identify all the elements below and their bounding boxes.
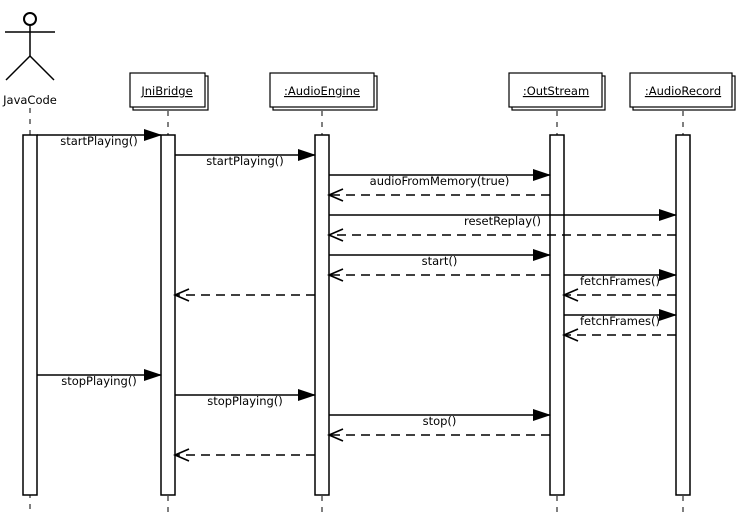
message-label: startPlaying() bbox=[206, 154, 284, 168]
actor-label: JavaCode bbox=[2, 93, 57, 107]
message-return bbox=[561, 288, 676, 302]
message-label: stop() bbox=[423, 414, 457, 428]
message-label: audioFromMemory(true) bbox=[370, 174, 510, 188]
message-return bbox=[326, 188, 550, 202]
return-arrowhead bbox=[326, 268, 344, 282]
activation-bar-audiorecord bbox=[675, 134, 691, 496]
actor-leg-left bbox=[5, 55, 31, 81]
activation-bar-outstream bbox=[549, 134, 565, 496]
activation-bar-javacode bbox=[22, 134, 38, 496]
participant-label: :OutStream bbox=[523, 84, 589, 98]
message-return bbox=[172, 288, 315, 302]
return-arrowhead bbox=[326, 428, 344, 442]
return-arrowhead bbox=[172, 288, 190, 302]
message-return bbox=[561, 328, 676, 342]
message-call: audioFromMemory(true) bbox=[329, 169, 551, 188]
message-call: stopPlaying() bbox=[37, 369, 162, 388]
message-return bbox=[326, 228, 676, 242]
message-return bbox=[326, 428, 550, 442]
message-label: stopPlaying() bbox=[61, 374, 137, 388]
message-return bbox=[172, 448, 315, 462]
message-call: stopPlaying() bbox=[175, 389, 316, 408]
message-call: startPlaying() bbox=[175, 149, 316, 168]
message-call: fetchFrames() bbox=[564, 309, 677, 328]
message-label: fetchFrames() bbox=[580, 274, 660, 288]
message-call: fetchFrames() bbox=[564, 269, 677, 288]
participant-label: JniBridge bbox=[140, 84, 192, 98]
message-label: fetchFrames() bbox=[580, 314, 660, 328]
message-call: resetReplay() bbox=[329, 209, 677, 228]
return-arrowhead bbox=[326, 188, 344, 202]
activation-bars bbox=[22, 134, 691, 496]
message-call: startPlaying() bbox=[37, 129, 162, 148]
messages: startPlaying() startPlaying() audioFromMem… bbox=[37, 129, 677, 462]
message-label: startPlaying() bbox=[60, 134, 138, 148]
participant-audioengine: :AudioEngine bbox=[269, 72, 378, 111]
return-arrowhead bbox=[561, 288, 579, 302]
return-arrowhead bbox=[326, 228, 344, 242]
participant-label: :AudioEngine bbox=[284, 84, 360, 98]
message-call: start() bbox=[329, 249, 551, 268]
participant-label: :AudioRecord bbox=[645, 84, 721, 98]
message-call: stop() bbox=[329, 409, 551, 428]
message-label: start() bbox=[422, 254, 458, 268]
return-arrowhead bbox=[172, 448, 190, 462]
participant-jnibridge: JniBridge bbox=[129, 72, 209, 111]
return-arrowhead bbox=[561, 328, 579, 342]
actor-leg-right bbox=[29, 55, 55, 81]
activation-bar-audioengine bbox=[314, 134, 330, 496]
participant-audiorecord: :AudioRecord bbox=[629, 72, 736, 111]
actor-head bbox=[23, 12, 37, 26]
message-label: stopPlaying() bbox=[207, 394, 283, 408]
participant-outstream: :OutStream bbox=[508, 72, 606, 111]
message-label: resetReplay() bbox=[464, 214, 541, 228]
activation-bar-jnibridge bbox=[160, 134, 176, 496]
lifelines bbox=[29, 108, 684, 515]
message-return bbox=[326, 268, 550, 282]
actor-javacode: JavaCode bbox=[2, 12, 57, 107]
